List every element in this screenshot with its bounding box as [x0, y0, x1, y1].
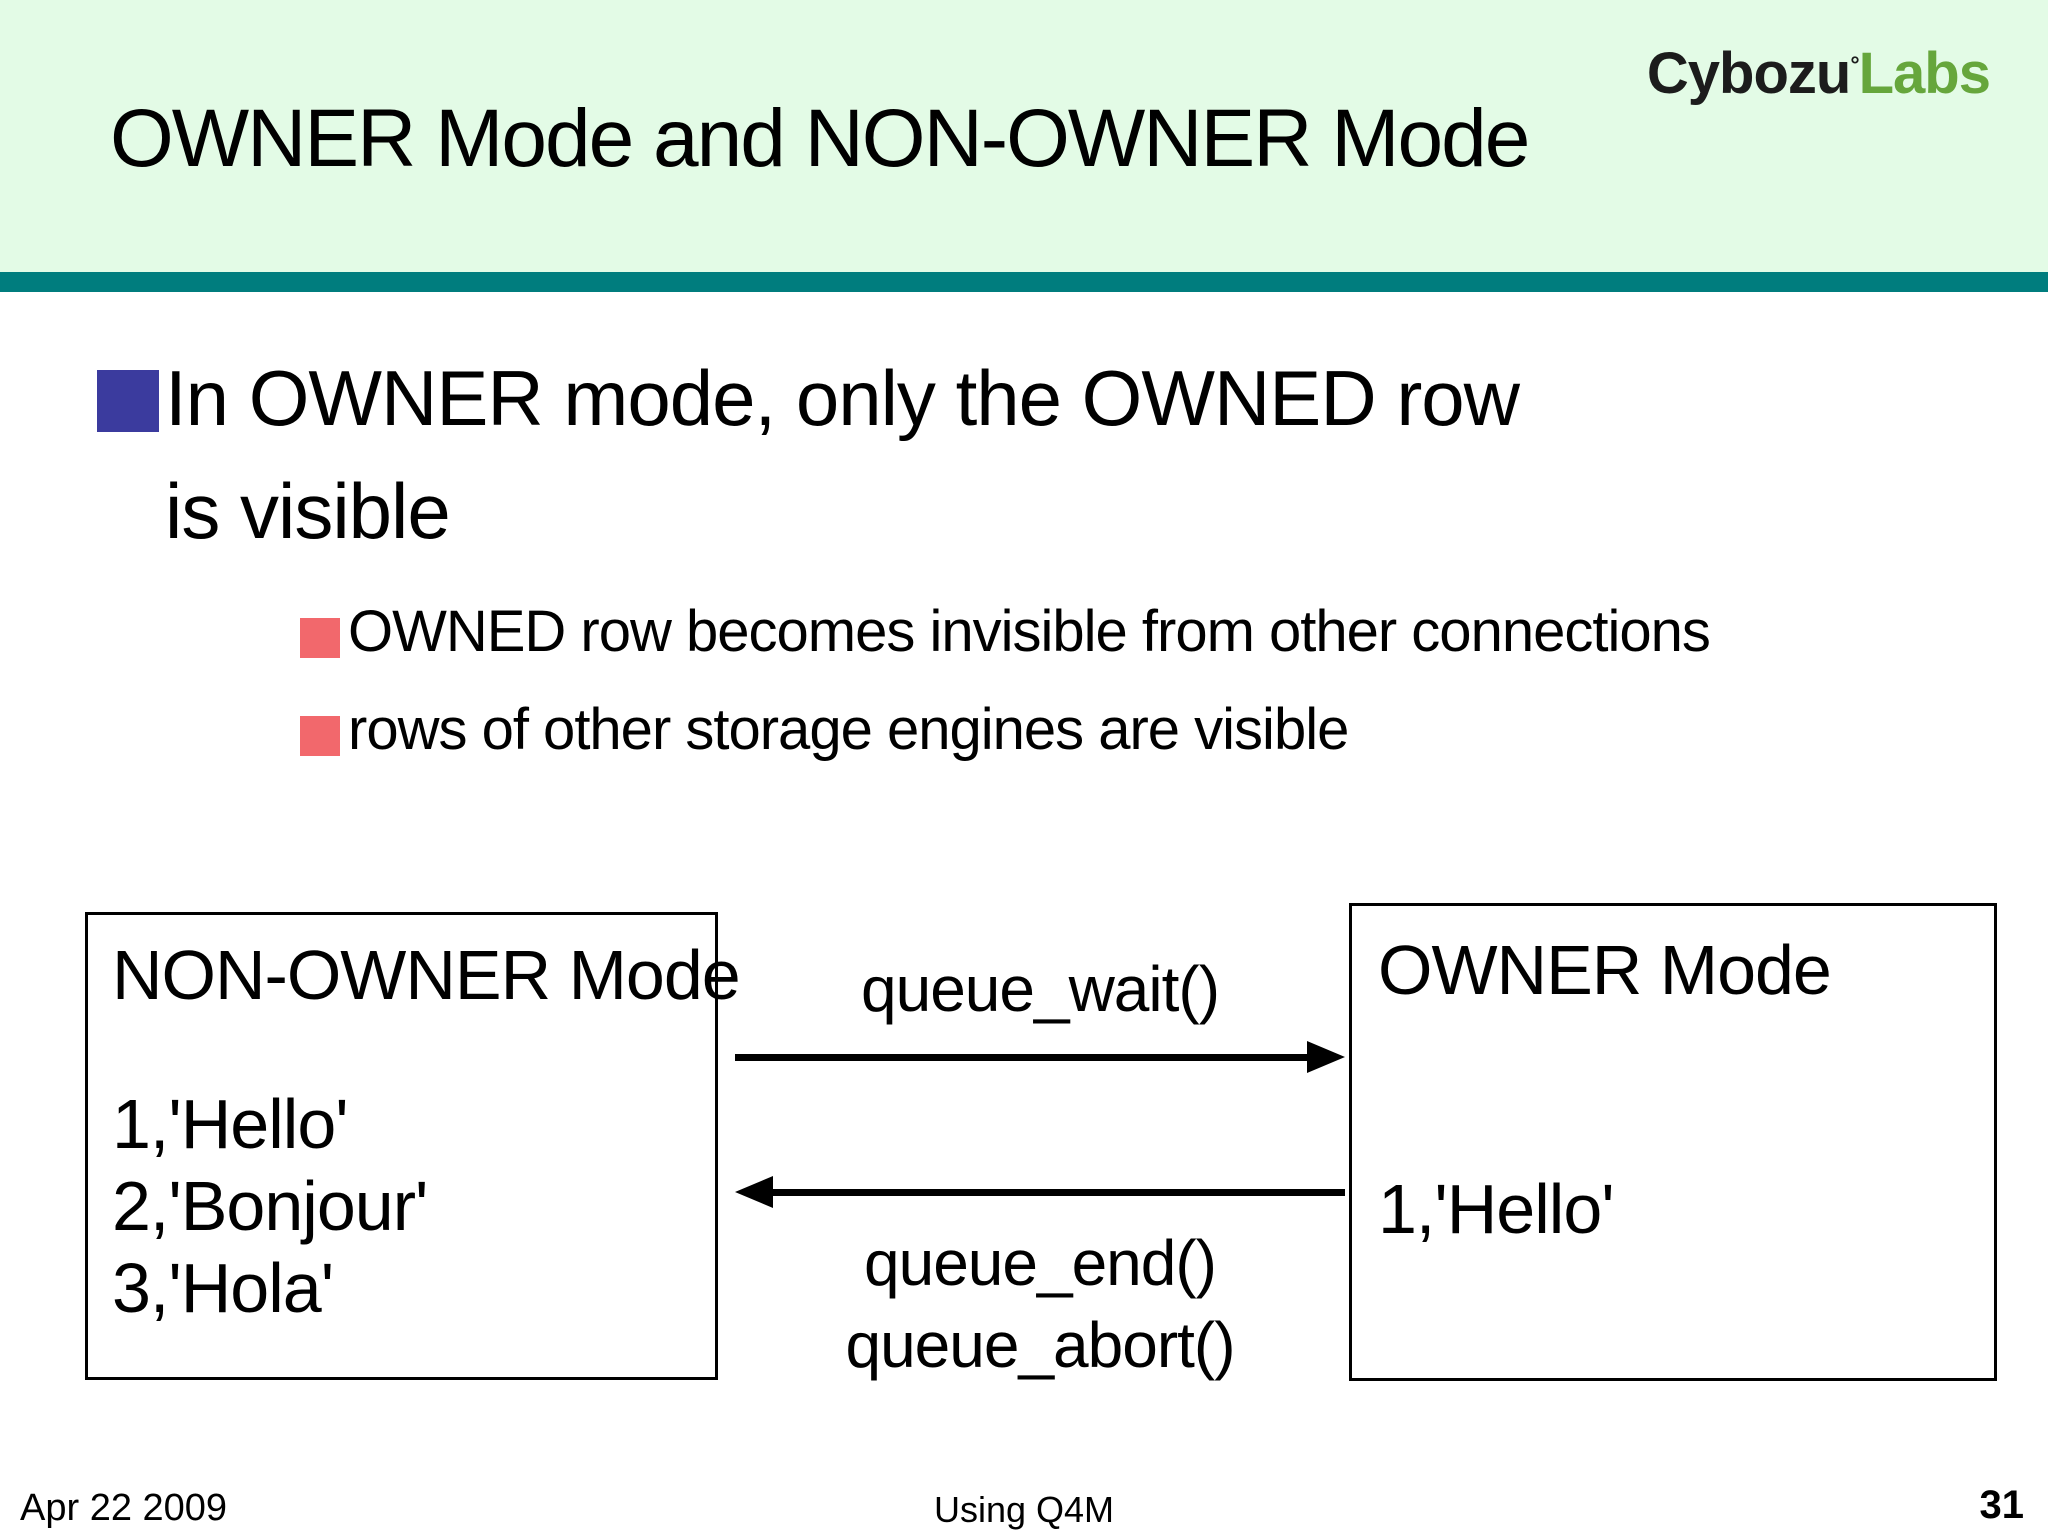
left-arrow-line — [769, 1189, 1345, 1196]
logo-text-labs: Labs — [1858, 41, 1991, 106]
bullet-square-icon — [97, 370, 159, 432]
queue-wait-label: queue_wait() — [861, 953, 1220, 1025]
queue-row: 1,'Hello' — [112, 1085, 349, 1163]
non-owner-mode-box: NON-OWNER Mode 1,'Hello' 2,'Bonjour' 3,'… — [85, 912, 741, 1380]
queue-abort-label: queue_abort() — [845, 1309, 1235, 1381]
non-owner-box-rows: 1,'Hello' 2,'Bonjour' 3,'Hola' — [112, 1083, 715, 1329]
right-arrow — [735, 1041, 1345, 1073]
queue-row: 2,'Bonjour' — [112, 1167, 428, 1245]
owner-mode-box: OWNER Mode 1,'Hello' — [1349, 903, 1997, 1381]
divider-bar — [0, 272, 2048, 292]
queue-end-label: queue_end() — [864, 1227, 1217, 1299]
left-arrow — [735, 1176, 1345, 1208]
header-band — [0, 0, 2048, 272]
queue-end-abort-label: queue_end() queue_abort() — [735, 1222, 1345, 1386]
right-arrow-line — [735, 1054, 1311, 1061]
right-arrowhead-icon — [1307, 1041, 1345, 1073]
main-bullet: In OWNER mode, only the OWNED row is vis… — [165, 342, 1520, 568]
owner-box-title: OWNER Mode — [1378, 931, 1832, 1009]
main-bullet-line1: In OWNER mode, only the OWNED row — [165, 354, 1520, 442]
footer-date: Apr 22 2009 — [20, 1487, 228, 1529]
queue-row: 1,'Hello' — [1378, 1170, 1615, 1248]
main-bullet-line2: is visible — [165, 467, 451, 556]
owner-box-rows: 1,'Hello' — [1378, 1168, 1994, 1250]
cybozu-labs-logo: Cybozu°Labs — [1646, 40, 1991, 107]
sub-bullet-square-icon — [300, 618, 340, 658]
logo-trademark-dot: ° — [1850, 51, 1859, 78]
logo-text-cybozu: Cybozu — [1646, 41, 1851, 106]
non-owner-box-title: NON-OWNER Mode — [112, 936, 741, 1014]
page-title: OWNER Mode and NON-OWNER Mode — [110, 93, 1530, 184]
sub-bullet-square-icon — [300, 716, 340, 756]
sub-bullet-2: rows of other storage engines are visibl… — [348, 697, 1349, 762]
left-arrowhead-icon — [735, 1176, 773, 1208]
queue-row: 3,'Hola' — [112, 1249, 334, 1327]
page-number: 31 — [1979, 1483, 2025, 1527]
sub-bullet-1: OWNED row becomes invisible from other c… — [348, 599, 1711, 664]
footer-title: Using Q4M — [933, 1489, 1115, 1530]
